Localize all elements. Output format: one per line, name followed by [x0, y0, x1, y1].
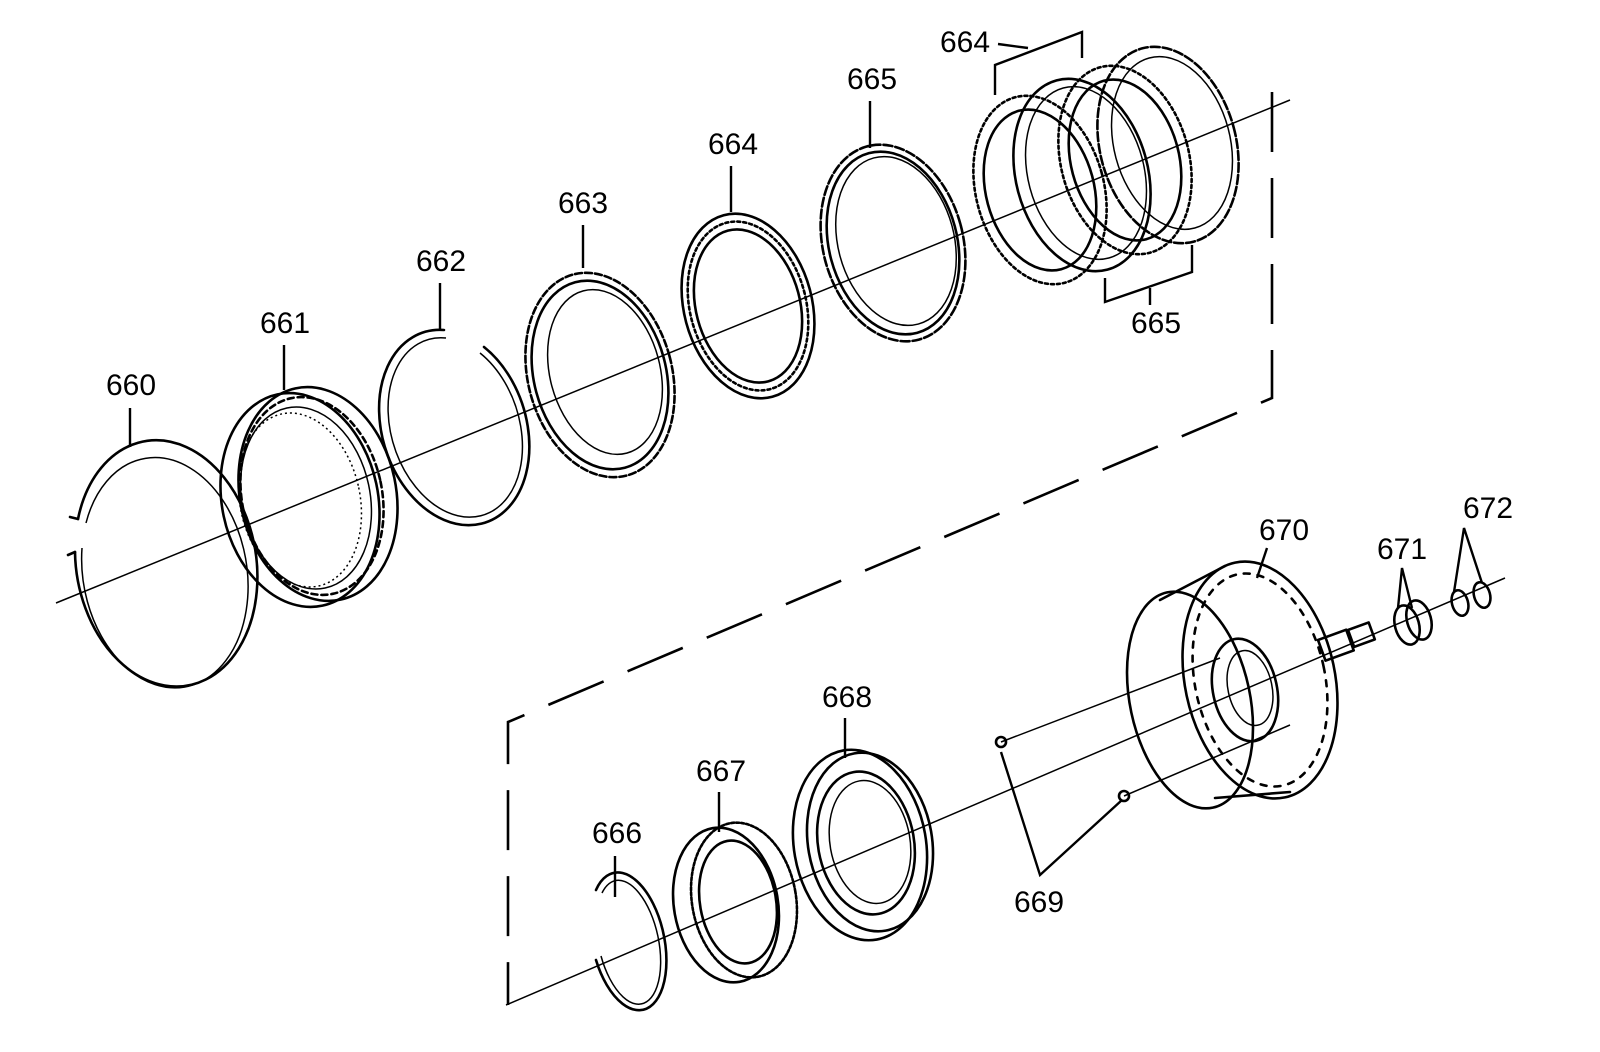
phantom-connector-line: [506, 92, 1274, 1005]
label-667: 667: [696, 755, 746, 788]
part-670-clutch-drum: [1125, 560, 1377, 810]
leader-669: [999, 751, 1123, 878]
part-662-snap-ring: [377, 328, 531, 527]
part-664-friction-plate: [680, 212, 816, 400]
part-665-steel-plate: [819, 143, 967, 343]
lower-center-axis: [505, 577, 1506, 1006]
part-671-bushing: [1393, 599, 1433, 646]
bracket-664b: [993, 30, 1084, 95]
bracket-665b: [1103, 245, 1194, 304]
part-666-snap-ring: [594, 871, 668, 1012]
part-660-snap-ring: [66, 438, 259, 689]
label-669: 669: [1014, 886, 1064, 919]
label-671: 671: [1377, 533, 1427, 566]
label-664: 664: [708, 128, 758, 161]
label-665: 665: [847, 63, 897, 96]
label-666: 666: [592, 817, 642, 850]
part-672-seals: [1450, 580, 1492, 618]
leader-670: [1255, 547, 1269, 579]
label-668: 668: [822, 681, 872, 714]
label-664-stack: 664: [940, 26, 990, 59]
part-668-housing-seal: [791, 748, 935, 942]
label-661: 661: [260, 307, 310, 340]
label-660: 660: [106, 369, 156, 402]
label-672: 672: [1463, 492, 1513, 525]
part-664-665-plate-stack: [972, 45, 1240, 286]
label-663: 663: [558, 187, 608, 220]
upper-center-axis: [55, 99, 1291, 604]
part-661-ring-gear: [219, 385, 399, 609]
label-665-stack: 665: [1131, 307, 1181, 340]
label-670: 670: [1259, 514, 1309, 547]
leader-672: [1452, 527, 1484, 593]
leader-664b: [997, 42, 1029, 50]
label-662: 662: [416, 245, 466, 278]
part-663-backing-plate: [524, 271, 676, 479]
leader-671: [1396, 567, 1414, 609]
part-667-piston: [671, 821, 799, 984]
